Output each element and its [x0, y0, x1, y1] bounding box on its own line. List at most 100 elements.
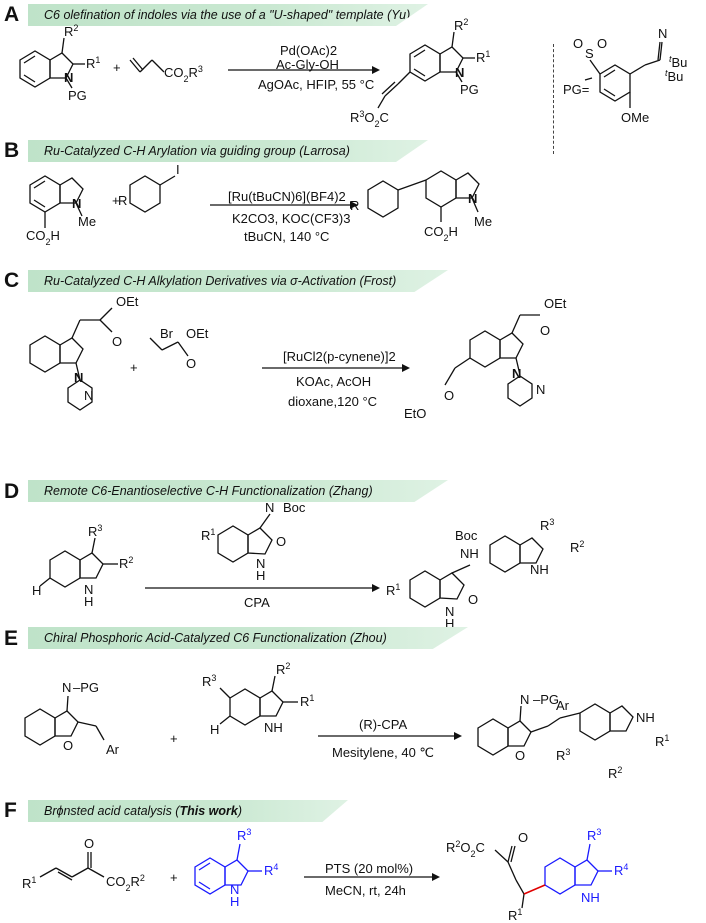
- svg-text:O: O: [540, 323, 550, 338]
- section-e-letter: E: [4, 627, 19, 650]
- section-b-cond-1: K2CO3, KOC(CF3)3: [232, 211, 351, 226]
- svg-text:PG: PG: [68, 88, 87, 103]
- svg-text:CO2R3: CO2R3: [164, 64, 203, 84]
- svg-text:O: O: [276, 534, 286, 549]
- svg-text:O: O: [518, 830, 528, 845]
- pg-template: [584, 41, 663, 108]
- svg-text:R2: R2: [608, 765, 622, 781]
- section-b-scheme: N Me CO2H + R I N Me CO2H R: [26, 162, 492, 247]
- svg-text:R2: R2: [454, 17, 468, 33]
- svg-text:–PG: –PG: [73, 680, 99, 695]
- svg-text:N: N: [84, 582, 93, 597]
- section-c-cond-1: KOAc, AcOH: [296, 374, 372, 389]
- svg-text:CO2H: CO2H: [424, 224, 458, 243]
- svg-text:N: N: [84, 388, 93, 403]
- svg-text:NH: NH: [581, 890, 600, 905]
- svg-text:OEt: OEt: [544, 296, 567, 311]
- svg-text:H: H: [230, 894, 239, 909]
- section-f-title-post: ): [237, 804, 242, 818]
- svg-text:R: R: [118, 193, 127, 208]
- acrylate: [129, 57, 165, 73]
- svg-text:R2: R2: [64, 23, 78, 39]
- product-a: [377, 31, 475, 109]
- section-a-reagent-2: Ac-Gly-OH: [276, 57, 339, 72]
- svg-text:N: N: [74, 370, 83, 385]
- svg-text:R3: R3: [540, 517, 554, 533]
- svg-text:Boc: Boc: [283, 500, 306, 515]
- section-c-letter: C: [4, 269, 20, 292]
- svg-text:H: H: [32, 583, 41, 598]
- indole-reactant-a: [19, 37, 85, 89]
- svg-text:OEt: OEt: [116, 294, 139, 309]
- svg-text:R1: R1: [386, 582, 400, 598]
- svg-text:+: +: [113, 60, 121, 75]
- svg-text:N: N: [520, 692, 529, 707]
- svg-text:N: N: [64, 70, 73, 85]
- svg-text:N: N: [62, 680, 71, 695]
- svg-text:R1: R1: [86, 55, 100, 71]
- svg-text:O: O: [63, 738, 73, 753]
- svg-text:R3: R3: [556, 747, 570, 763]
- svg-text:NH: NH: [530, 562, 549, 577]
- svg-text:N: N: [468, 191, 477, 206]
- svg-text:R2: R2: [276, 661, 290, 677]
- section-b-letter: B: [4, 139, 20, 162]
- svg-text:O: O: [84, 836, 94, 851]
- svg-text:R3: R3: [202, 673, 216, 689]
- section-c-scheme: OEt O N N Br OEt O + OEt O N N EtO O: [29, 294, 567, 421]
- svg-text:R2: R2: [119, 555, 133, 571]
- section-c-banner: Ru-Catalyzed C-H Alkylation Derivatives …: [28, 270, 448, 292]
- section-f-conditions: MeCN, rt, 24h: [325, 883, 406, 898]
- svg-text:Me: Me: [78, 214, 96, 229]
- svg-text:I: I: [176, 162, 180, 177]
- section-a-scheme: R2 R1 N PG + CO2R3 R2 R1 N PG R3O2C S O …: [19, 17, 687, 129]
- svg-text:CO2H: CO2H: [26, 228, 60, 247]
- section-c-cond-2: dioxane,120 °C: [288, 394, 378, 409]
- svg-text:R1: R1: [476, 49, 490, 65]
- section-e-banner: Chiral Phosphoric Acid-Catalyzed C6 Func…: [28, 627, 468, 649]
- section-a-banner: C6 olefination of indoles via the use of…: [28, 4, 428, 26]
- svg-text:tBu: tBu: [669, 54, 687, 70]
- section-d-letter: D: [4, 480, 20, 503]
- svg-text:R1: R1: [508, 907, 522, 923]
- svg-text:OMe: OMe: [621, 110, 649, 125]
- svg-text:O: O: [468, 592, 478, 607]
- svg-text:O: O: [112, 334, 122, 349]
- svg-text:OEt: OEt: [186, 326, 209, 341]
- section-d-banner: Remote C6-Enantioselective C-H Functiona…: [28, 480, 448, 502]
- svg-text:EtO: EtO: [404, 406, 426, 421]
- svg-text:N: N: [658, 26, 667, 41]
- svg-text:H: H: [84, 594, 93, 609]
- svg-text:O: O: [444, 388, 454, 403]
- svg-text:N: N: [256, 556, 265, 571]
- svg-text:R: R: [350, 198, 359, 213]
- svg-text:H: H: [256, 568, 265, 583]
- section-e-conditions: Mesitylene, 40 ℃: [332, 745, 435, 760]
- svg-text:PG: PG: [460, 82, 479, 97]
- svg-text:O: O: [186, 356, 196, 371]
- svg-text:R2O2C: R2O2C: [446, 839, 485, 859]
- section-f-title-pre: Brϕnsted acid catalysis (: [44, 804, 180, 818]
- svg-text:N: N: [455, 65, 464, 80]
- svg-text:NH: NH: [460, 546, 479, 561]
- svg-text:Ar: Ar: [556, 698, 570, 713]
- section-f-catalyst: PTS (20 mol%): [325, 861, 414, 876]
- svg-text:R3O2C: R3O2C: [350, 109, 389, 129]
- svg-text:+: +: [112, 193, 120, 208]
- svg-text:Me: Me: [474, 214, 492, 229]
- section-c-reagent: [RuCl2(p-cynene)]2: [283, 349, 396, 364]
- pg-label: PG=: [563, 82, 589, 97]
- svg-text:R1: R1: [201, 527, 215, 543]
- svg-text:O: O: [573, 36, 583, 51]
- svg-text:Br: Br: [160, 326, 174, 341]
- section-b-reagent: [Ru(tBuCN)6](BF4)2: [228, 189, 346, 204]
- svg-text:N: N: [512, 366, 521, 381]
- section-a-conditions: AgOAc, HFIP, 55 °C: [258, 77, 375, 92]
- svg-text:S: S: [585, 46, 594, 61]
- section-b-banner: Ru-Catalyzed C-H Arylation via guiding g…: [28, 140, 428, 162]
- section-f-letter: F: [4, 799, 17, 822]
- svg-text:N: N: [445, 604, 454, 619]
- section-f-banner: Brϕnsted acid catalysis (This work): [28, 800, 348, 822]
- section-a-divider: [553, 44, 554, 154]
- svg-text:Boc: Boc: [455, 528, 478, 543]
